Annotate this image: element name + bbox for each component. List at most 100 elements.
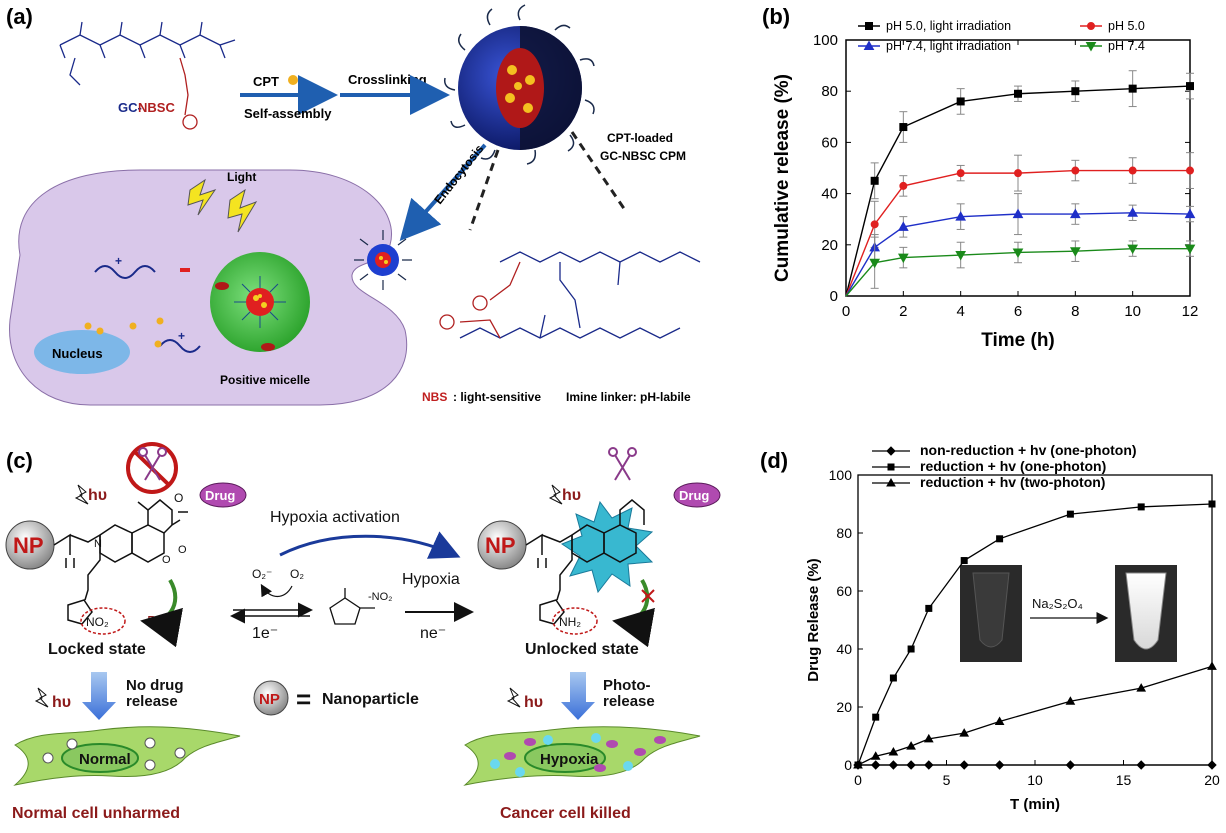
crosslinked-network [439, 251, 701, 339]
arrow-endocytosis [399, 143, 487, 241]
drug-right [673, 482, 721, 508]
x-tick-label: 15 [1116, 772, 1132, 788]
x-tick-label: 5 [943, 772, 951, 788]
x-tick-label: 8 [1071, 303, 1079, 320]
released-drug-particles [490, 733, 666, 777]
data-point [994, 716, 1005, 725]
data-point [1065, 760, 1076, 770]
hypoxia-label: Hypoxia [402, 571, 460, 588]
data-point [897, 253, 909, 264]
cancer-killed-label: Cancer cell killed [500, 805, 631, 822]
nitroimidazole-structure [329, 588, 375, 625]
data-point [1128, 166, 1137, 175]
cpm-label-line1: CPT-loaded [607, 131, 673, 145]
data-point [1128, 84, 1137, 93]
x-axis-label: T (min) [1010, 796, 1060, 813]
data-point [1071, 166, 1080, 175]
polymer-chains [94, 265, 201, 353]
fluorescence-star [560, 500, 654, 594]
data-point [994, 760, 1005, 770]
cpt-label: CPT [253, 74, 279, 89]
endocytosed-micelle [354, 230, 412, 290]
panel-b-label: (b) [762, 4, 791, 29]
data-point [956, 97, 965, 106]
panel-d-label: (d) [760, 448, 789, 473]
data-point [1069, 247, 1081, 257]
lightning-left-bottom [34, 687, 49, 708]
nitro-group-label: -NO₂ [368, 591, 392, 603]
polymer-prefix: GC- [118, 100, 142, 115]
panel-c: (c) NP hυ O O O N Drug [0, 440, 760, 833]
np-label-left: NP [13, 533, 44, 558]
endocytosis-label: Endocytosis [431, 142, 486, 207]
legend-label: reduction + hv (two-photon) [920, 474, 1105, 490]
intact-drug-particles [42, 737, 186, 771]
data-point [925, 604, 933, 612]
series-line [845, 85, 1191, 297]
data-point [955, 251, 967, 261]
inset-photo [960, 565, 1177, 662]
data-point [959, 728, 970, 737]
data-point [897, 221, 909, 231]
reagent-label: Na₂S₂O₄ [1032, 596, 1083, 611]
hv-left-bottom: hυ [52, 694, 71, 711]
normal-label: Normal [79, 751, 131, 768]
data-point [899, 123, 908, 132]
hv-left-top: hυ [88, 487, 107, 504]
lightning-bolts [187, 178, 258, 233]
data-point [888, 746, 899, 756]
data-point [923, 733, 934, 743]
legend-label: pH 7.4, light irradiation [886, 39, 1011, 53]
panel-a: (a) GC- NBSC CPT Self-assembly Crosslink… [0, 0, 740, 420]
dashed-line-left [468, 149, 500, 231]
legend-marker [1085, 42, 1097, 52]
redox-curved-arrow [260, 583, 293, 598]
data-point [907, 645, 915, 653]
np-equals: = [296, 684, 311, 714]
data-point [956, 169, 965, 178]
n-atom-left: N [94, 538, 102, 550]
unlocked-state-label: Unlocked state [525, 641, 639, 658]
x-tick-label: 0 [854, 772, 862, 788]
no2-circle [80, 607, 126, 635]
coumarin-o1: O [162, 554, 171, 566]
nbs-key: NBS [422, 390, 447, 404]
data-point [960, 557, 968, 565]
np-legend-label: NP [259, 691, 280, 708]
normal-unharmed-label: Normal cell unharmed [12, 805, 180, 822]
scissors-icon [608, 447, 637, 481]
micelle-inner [215, 276, 286, 351]
panel-a-label: (a) [6, 4, 33, 29]
imine-linker-label: Imine linker: pH-labile [566, 390, 691, 404]
data-point [888, 760, 899, 770]
self-assembly-label: Self-assembly [244, 106, 332, 121]
series-line [857, 665, 1213, 766]
hv-right-bottom: hυ [524, 694, 543, 711]
no2-label: NO₂ [86, 615, 109, 629]
block-arrow-right [561, 672, 595, 720]
lightning-right-bottom [506, 687, 521, 708]
crosslinking-label: Crosslinking [348, 72, 427, 87]
drug-label-right: Drug [679, 488, 709, 503]
no-drug-line2: release [126, 693, 178, 710]
data-point [996, 535, 1004, 543]
data-point [889, 674, 897, 682]
locked-state-label: Locked state [48, 641, 146, 658]
series-line [857, 503, 1213, 766]
y-tick-label: 80 [821, 83, 838, 100]
blocked-pet-arrow [612, 578, 655, 648]
cpm-label-line2: GC-NBSC CPM [600, 149, 686, 163]
y-axis-label: Cumulative release (%) [772, 74, 793, 282]
plus-sign-1: + [115, 254, 122, 268]
data-point [1012, 248, 1024, 258]
legend-label: non-reduction + hv (one-photon) [920, 442, 1137, 458]
data-point [1136, 683, 1147, 692]
data-point [853, 759, 863, 769]
oxygen-label: O [174, 491, 183, 505]
oxygen-molecule-label: O₂ [290, 567, 304, 581]
pet-cross-mark [641, 589, 655, 603]
data-point [1069, 208, 1081, 219]
hypoxia-cell-label: Hypoxia [540, 751, 599, 768]
y-tick-label: 60 [821, 134, 838, 151]
